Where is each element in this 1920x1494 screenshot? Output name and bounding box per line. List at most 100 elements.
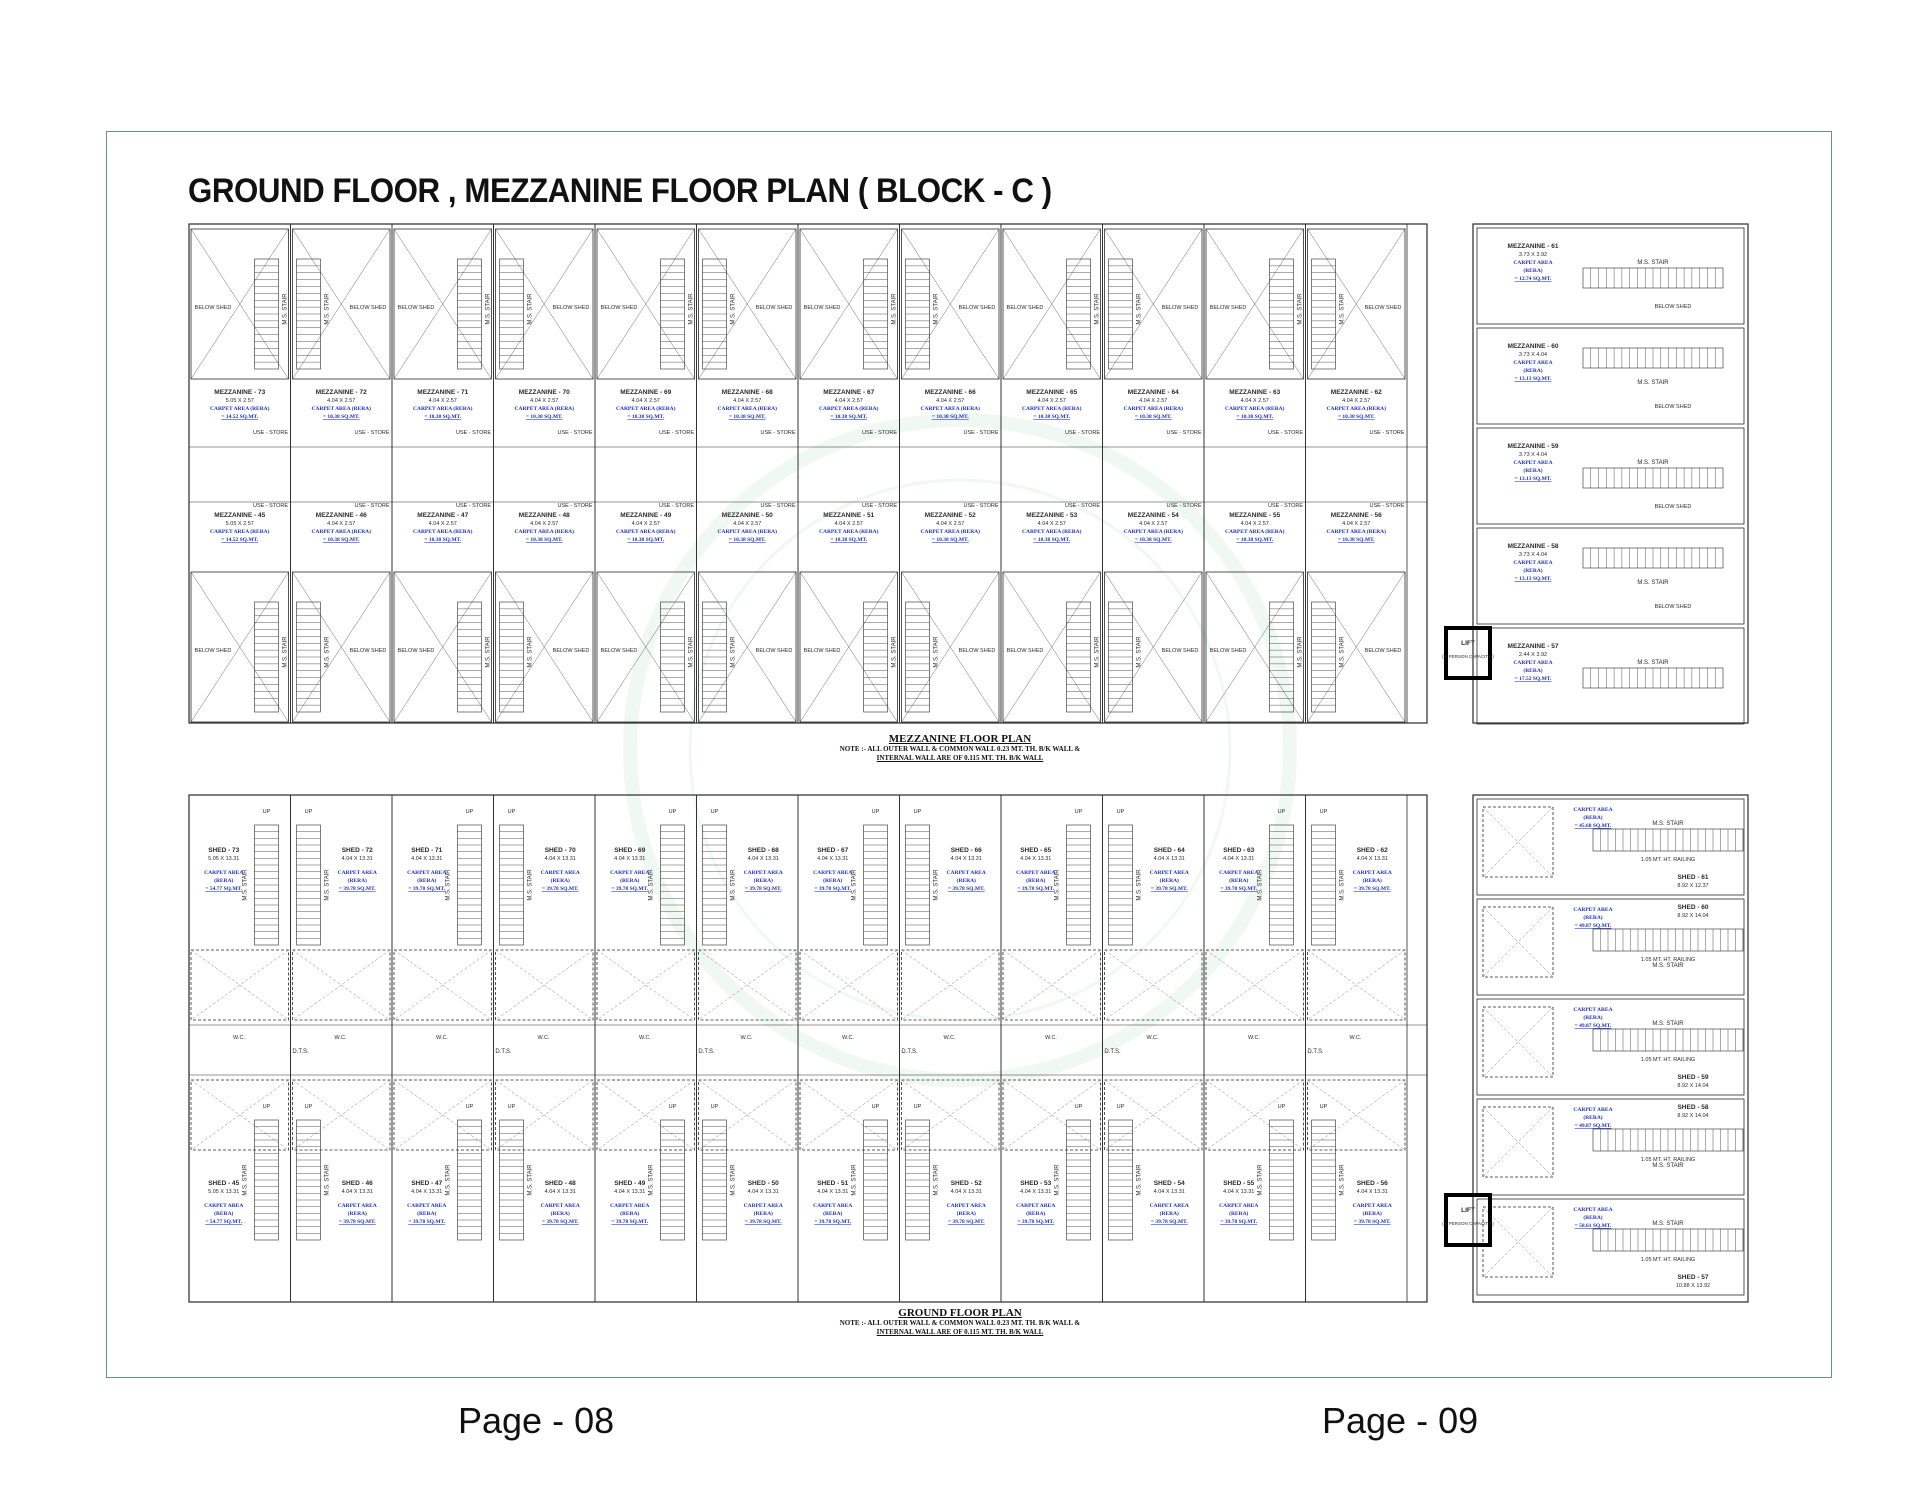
carpet-area-value: = 39.78 SQ.MT. [339, 886, 376, 892]
wc-label: W.C. [538, 1035, 550, 1041]
shed-unit-dim: 4.04 X 13.31 [614, 856, 645, 862]
zone-diagonal [1482, 806, 1554, 878]
carpet-area-label: CARPET AREA (RERA) [616, 405, 676, 412]
shed-unit-name: SHED - 50 [748, 1180, 779, 1187]
carpet-area-value: = 10.38 SQ.MT. [932, 537, 969, 543]
mezzanine-above-zone [190, 1079, 289, 1151]
up-label: UP [669, 809, 677, 815]
mezzanine-above-zone [292, 949, 391, 1021]
use-store-label: USE - STORE [760, 503, 795, 509]
ms-stair-label: M.S. STAIR [852, 869, 858, 901]
carpet-area-label: CARPET AREA [813, 1203, 852, 1209]
carpet-area-value: = 10.38 SQ.MT. [526, 537, 563, 543]
mezzanine-above-zone [1104, 949, 1203, 1021]
rera-label: (RERA) [1523, 267, 1542, 274]
shed-unit-name: SHED - 66 [951, 847, 982, 854]
carpet-area-value: = 10.38 SQ.MT. [830, 414, 867, 420]
carpet-area-value: = 39.78 SQ.MT. [1017, 1219, 1054, 1225]
carpet-area-label: CARPET AREA (RERA) [1225, 528, 1285, 535]
ms-stair-label: M.S. STAIR [1652, 963, 1684, 969]
carpet-area-value: = 10.38 SQ.MT. [729, 414, 766, 420]
shed-unit-dim: 4.04 X 13.31 [545, 856, 576, 862]
use-store-label: USE - STORE [1065, 430, 1100, 436]
page-number-right: Page - 09 [1322, 1400, 1479, 1441]
shed-unit-name: SHED - 56 [1357, 1180, 1388, 1187]
stair-treads [1582, 667, 1724, 689]
carpet-area-value: = 10.38 SQ.MT. [1135, 414, 1172, 420]
shed-unit-name: SHED - 70 [545, 847, 576, 854]
up-label: UP [508, 1104, 516, 1110]
stair-treads [1592, 1228, 1744, 1252]
stair-treads [499, 824, 524, 946]
rera-label: (RERA) [1583, 1014, 1602, 1021]
carpet-area-value: = 39.78 SQ.MT. [542, 1219, 579, 1225]
zone-diagonal [799, 949, 898, 1021]
mezzanine-above-zone [698, 949, 797, 1021]
shed-side-name: SHED - 57 [1677, 1274, 1708, 1281]
up-label: UP [1278, 1104, 1286, 1110]
rera-label: (RERA) [551, 877, 570, 884]
mezzanine-void-box [1104, 228, 1203, 380]
dts-label: D.T.S. [1307, 1049, 1324, 1055]
stair-treads [457, 601, 482, 713]
use-store-label: USE - STORE [1369, 430, 1404, 436]
zone-diagonal [190, 949, 289, 1021]
rera-label: (RERA) [957, 877, 976, 884]
rera-label: (RERA) [214, 1210, 233, 1217]
carpet-area-label: CARPET AREA (RERA) [1022, 405, 1082, 412]
stair-treads [296, 258, 321, 370]
ground-caption-note2: INTERNAL WALL ARE OF 0.115 MT. TH. B/K W… [876, 1328, 1044, 1336]
rera-label: (RERA) [957, 1210, 976, 1217]
rera-label: (RERA) [754, 877, 773, 884]
mezzanine-side-dim: 3.73 X 4.04 [1519, 552, 1547, 558]
stair-treads [660, 1119, 685, 1241]
page-title: GROUND FLOOR , MEZZANINE FLOOR PLAN ( BL… [188, 172, 1052, 210]
void-diagonal [698, 571, 797, 723]
mezzanine-side-name: MEZZANINE - 57 [1508, 643, 1559, 650]
mezzanine-caption: MEZZANINE FLOOR PLAN NOTE :- ALL OUTER W… [700, 733, 1220, 763]
dts-label: D.T.S. [901, 1049, 918, 1055]
carpet-area-value: = 10.38 SQ.MT. [1033, 537, 1070, 543]
mezzanine-void-box [1205, 571, 1304, 723]
zone-diagonal [901, 1079, 1000, 1151]
mezzanine-above-zone [1307, 949, 1406, 1021]
carpet-area-label: CARPET AREA [1573, 1007, 1612, 1013]
mezzanine-side-name: MEZZANINE - 60 [1508, 343, 1559, 350]
shed-unit-dim: 4.04 X 13.31 [951, 1189, 982, 1195]
void-diagonal [901, 571, 1000, 723]
mezzanine-unit-dim: 4.04 X 2.57 [936, 521, 964, 527]
rera-label: (RERA) [1523, 467, 1542, 474]
ms-stair-label: M.S. STAIR [1298, 293, 1304, 325]
mezzanine-unit-dim: 4.04 X 2.57 [1342, 398, 1370, 404]
ground-caption-title: GROUND FLOOR PLAN [898, 1307, 1022, 1319]
ms-stair-label: M.S. STAIR [528, 293, 534, 325]
carpet-area-label: CARPET AREA [610, 870, 649, 876]
void-diagonal [1104, 228, 1203, 380]
carpet-area-value: = 39.78 SQ.MT. [1017, 886, 1054, 892]
carpet-area-label: CARPET AREA [947, 1203, 986, 1209]
void-diagonal [292, 571, 391, 723]
shed-unit-dim: 4.04 X 13.31 [342, 856, 373, 862]
shed-side-dim: 8.92 X 12.37 [1677, 883, 1708, 889]
rera-label: (RERA) [1026, 1210, 1045, 1217]
up-label: UP [914, 1104, 922, 1110]
mezzanine-unit-dim: 4.04 X 2.57 [733, 398, 761, 404]
mezzanine-above-zone [1482, 806, 1554, 878]
mezzanine-unit-dim: 4.04 X 2.57 [632, 521, 660, 527]
stair-treads [1582, 347, 1724, 369]
carpet-area-value: = 39.78 SQ.MT. [408, 886, 445, 892]
carpet-area-label: CARPET AREA (RERA) [1124, 405, 1184, 412]
shed-side-dim: 10.88 X 13.92 [1676, 1283, 1710, 1289]
use-store-label: USE - STORE [963, 430, 998, 436]
mezzanine-unit-dim: 4.04 X 2.57 [835, 398, 863, 404]
ms-stair-label: M.S. STAIR [852, 1164, 858, 1196]
mezzanine-above-zone [495, 949, 594, 1021]
mezzanine-void-box [799, 228, 898, 380]
ms-stair-label: M.S. STAIR [243, 1164, 249, 1196]
shed-unit-dim: 4.04 X 13.31 [545, 1189, 576, 1195]
mezzanine-side-dim: 3.73 X 4.04 [1519, 452, 1547, 458]
wc-label: W.C. [233, 1035, 245, 1041]
shed-unit-dim: 4.04 X 13.31 [1357, 1189, 1388, 1195]
ms-stair-label: M.S. STAIR [1258, 869, 1264, 901]
rera-label: (RERA) [1583, 1114, 1602, 1121]
